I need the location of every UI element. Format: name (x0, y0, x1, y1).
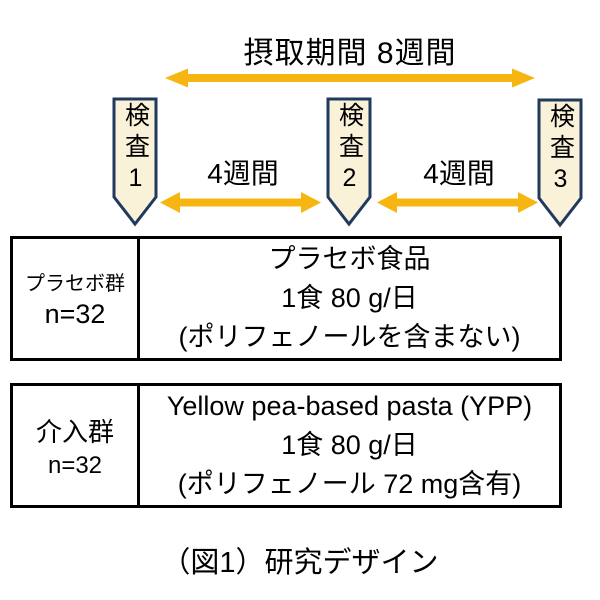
interval-1-label: 4週間 (207, 158, 279, 189)
intervention-food-line-3: (ポリフェノール 72 mg含有) (177, 469, 522, 499)
placebo-group-name: プラセボ群 (25, 273, 125, 295)
checkpoint-1-label-wrap: 検査1 (112, 102, 158, 202)
banner-pennant-icon (537, 98, 583, 228)
intervention-group-n: n=32 (47, 451, 103, 479)
interval-1-arrow-icon (160, 192, 321, 213)
intake-period-label: 摂取期間 8週間 (243, 37, 457, 70)
placebo-food-line-2: 1食 80 g/日 (281, 283, 418, 313)
checkpoint-2-label: 検査2 (335, 102, 364, 198)
intervention-group-row: 介入群 n=32 Yellow pea-based pasta (YPP) 1食… (10, 383, 562, 508)
placebo-group-header-cell: プラセボ群 n=32 (13, 239, 140, 358)
interval-2-arrow-icon (377, 192, 538, 213)
intake-period-arrow-icon (165, 68, 535, 88)
intervention-food-cell: Yellow pea-based pasta (YPP) 1食 80 g/日 (… (140, 386, 559, 505)
figure-caption: （図1）研究デザイン (161, 547, 439, 579)
placebo-food-line-1: プラセボ食品 (268, 244, 431, 274)
intervention-food-line-2: 1食 80 g/日 (281, 430, 418, 460)
intervention-group-header-cell: 介入群 n=32 (13, 386, 140, 505)
checkpoint-1-marker: 検査1 (112, 97, 158, 227)
intervention-food-line-1: Yellow pea-based pasta (YPP) (166, 391, 533, 421)
checkpoint-3-marker: 検査3 (537, 98, 583, 228)
placebo-group-row: プラセボ群 n=32 プラセボ食品 1食 80 g/日 (ポリフェノールを含まな… (10, 236, 562, 361)
banner-pennant-icon (326, 97, 372, 227)
placebo-food-cell: プラセボ食品 1食 80 g/日 (ポリフェノールを含まない) (140, 239, 559, 358)
checkpoint-3-label-wrap: 検査3 (537, 103, 583, 203)
placebo-food-line-3: (ポリフェノールを含まない) (178, 322, 521, 352)
interval-2-label: 4週間 (423, 158, 495, 189)
checkpoint-1-label: 検査1 (121, 102, 150, 198)
placebo-group-n: n=32 (44, 299, 106, 329)
checkpoint-2-label-wrap: 検査2 (326, 102, 372, 202)
intervention-group-name: 介入群 (35, 416, 114, 447)
checkpoint-3-label: 検査3 (546, 103, 575, 199)
checkpoint-2-marker: 検査2 (326, 97, 372, 227)
banner-pennant-icon (112, 97, 158, 227)
